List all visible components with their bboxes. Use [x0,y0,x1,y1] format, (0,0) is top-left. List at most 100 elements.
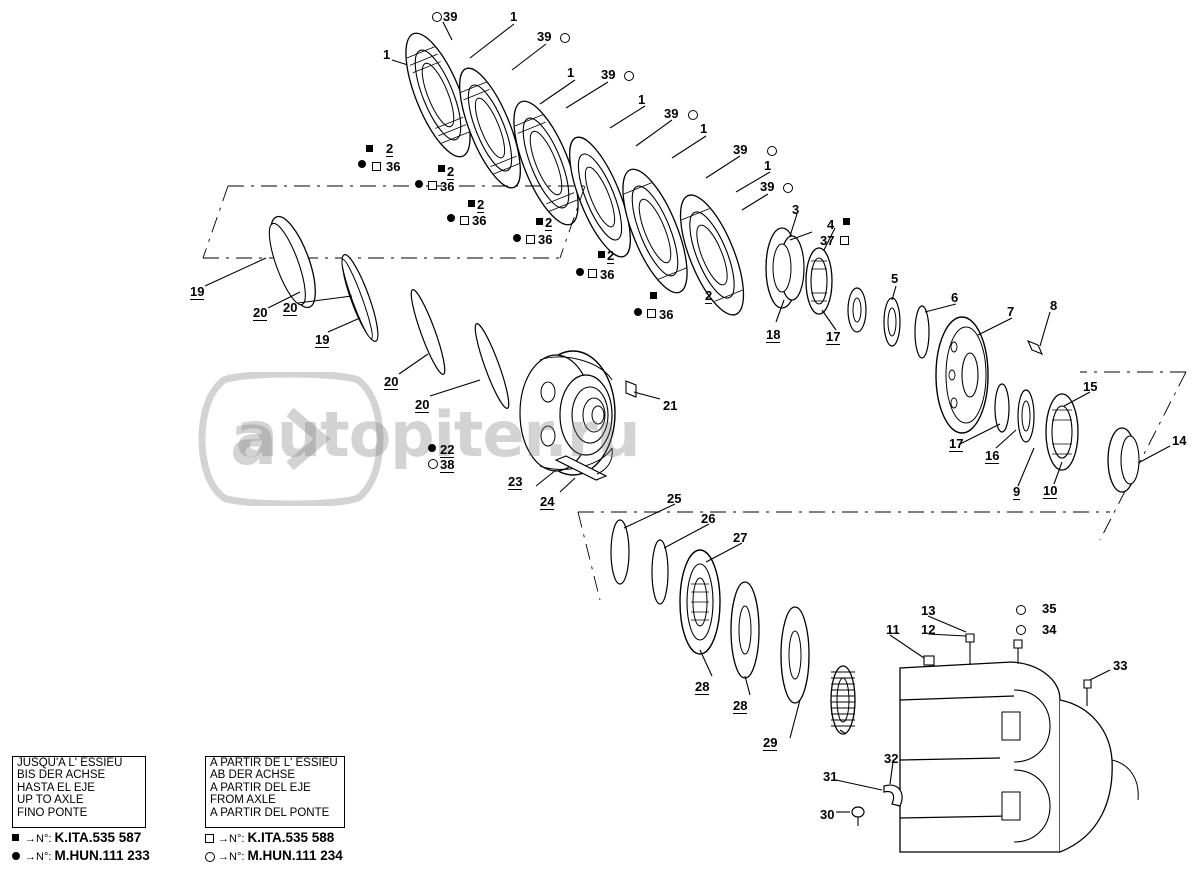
key-arrow: →N°: [215,833,248,845]
svg-text:a: a [230,399,277,481]
legend-line: HASTA EL EJE [17,781,95,794]
callout-19: 19 [190,284,205,300]
circle-open-marker-icon [560,33,570,43]
circle-filled-marker-icon [634,308,642,316]
circle-filled-marker-icon [513,234,521,242]
callout-28: 28 [695,679,710,695]
callout-23: 23 [508,474,523,490]
callout-2: 2 [545,215,553,231]
callout-1: 1 [700,121,708,136]
callout-1: 1 [638,92,646,107]
key-ci-open: →N°: M.HUN.111 234 [205,848,343,863]
callout-36: 36 [659,307,674,322]
legend-line: FINO PONTE [17,806,88,819]
legend-line: A PARTIR DE L' ESSIEU [210,757,338,769]
legend-line: A PARTIR DEL EJE [210,781,311,794]
callout-8: 8 [1050,298,1058,313]
callout-27: 27 [733,530,748,545]
callout-36: 36 [538,232,553,247]
callout-36: 36 [600,267,615,282]
callout-31: 31 [823,769,838,784]
callout-20: 20 [415,397,430,413]
key-ci-filled: →N°: M.HUN.111 233 [12,848,150,863]
callout-20: 20 [384,374,399,390]
circle-open-marker-icon [205,852,215,862]
legend-line: FROM AXLE [210,794,276,807]
legend-line: UP TO AXLE [17,794,84,807]
callout-37: 37 [820,233,835,248]
circle-open-marker-icon [767,146,777,156]
key-arrow: →N°: [22,851,55,863]
legend-line: JUSQU'A L' ESSIEU [17,757,123,769]
callout-22: 22 [440,442,455,458]
circle-filled-marker-icon [428,444,436,452]
key-part-number: K.ITA.535 587 [54,830,142,845]
legend-line: AB DER ACHSE [210,769,295,782]
callout-39: 39 [443,9,458,24]
callout-39: 39 [760,179,775,194]
callout-36: 36 [472,213,487,228]
circle-filled-marker-icon [415,180,423,188]
callout-17: 17 [826,329,841,345]
circle-filled-marker-icon [576,268,584,276]
callout-15: 15 [1083,379,1098,394]
callout-24: 24 [540,494,555,510]
square-open-marker-icon [428,181,437,190]
callout-1: 1 [764,158,772,173]
callout-35: 35 [1042,601,1057,616]
callout-30: 30 [820,807,835,822]
key-sq-open: →N°: K.ITA.535 588 [205,830,334,845]
callout-11: 11 [886,622,900,637]
circle-open-marker-icon [624,71,634,81]
callout-14: 14 [1172,433,1187,448]
callout-38: 38 [440,457,455,473]
callout-12: 12 [921,622,936,637]
callout-10: 10 [1043,483,1058,499]
square-filled-marker-icon [843,218,850,225]
autopiter-logo-icon: a [198,372,384,506]
callout-21: 21 [663,398,678,413]
circle-filled-marker-icon [12,852,20,860]
callout-25: 25 [667,491,682,506]
square-open-marker-icon [205,834,214,843]
circle-open-marker-icon [1016,605,1026,615]
callout-33: 33 [1113,658,1128,673]
callout-29: 29 [763,735,778,751]
square-open-marker-icon [526,235,535,244]
callout-5: 5 [891,271,899,286]
callout-28: 28 [733,698,748,714]
square-open-marker-icon [588,269,597,278]
legend-line: BIS DER ACHSE [17,769,106,782]
callout-7: 7 [1007,304,1015,319]
callout-36: 36 [386,159,401,174]
watermark-text: autopiter.ru [236,398,641,471]
key-arrow: →N°: [22,833,55,845]
callout-3: 3 [792,202,800,217]
square-open-marker-icon [840,236,849,245]
callout-18: 18 [766,327,781,343]
square-filled-marker-icon [366,145,373,152]
callout-2: 2 [386,141,394,157]
circle-open-marker-icon [428,459,438,469]
callout-1: 1 [383,47,391,62]
circle-open-marker-icon [432,12,442,22]
square-filled-marker-icon [438,165,445,172]
callout-34: 34 [1042,622,1057,637]
callout-9: 9 [1013,484,1021,500]
square-filled-marker-icon [650,292,657,299]
circle-open-marker-icon [783,183,793,193]
callout-19: 19 [315,332,330,348]
callout-2: 2 [607,248,615,264]
square-filled-marker-icon [468,200,475,207]
legend-line: A PARTIR DEL PONTE [210,806,330,819]
key-part-number: M.HUN.111 233 [54,848,150,863]
circle-open-marker-icon [688,110,698,120]
square-open-marker-icon [372,162,381,171]
callout-13: 13 [921,603,936,618]
square-open-marker-icon [460,216,469,225]
callout-32: 32 [884,751,899,766]
